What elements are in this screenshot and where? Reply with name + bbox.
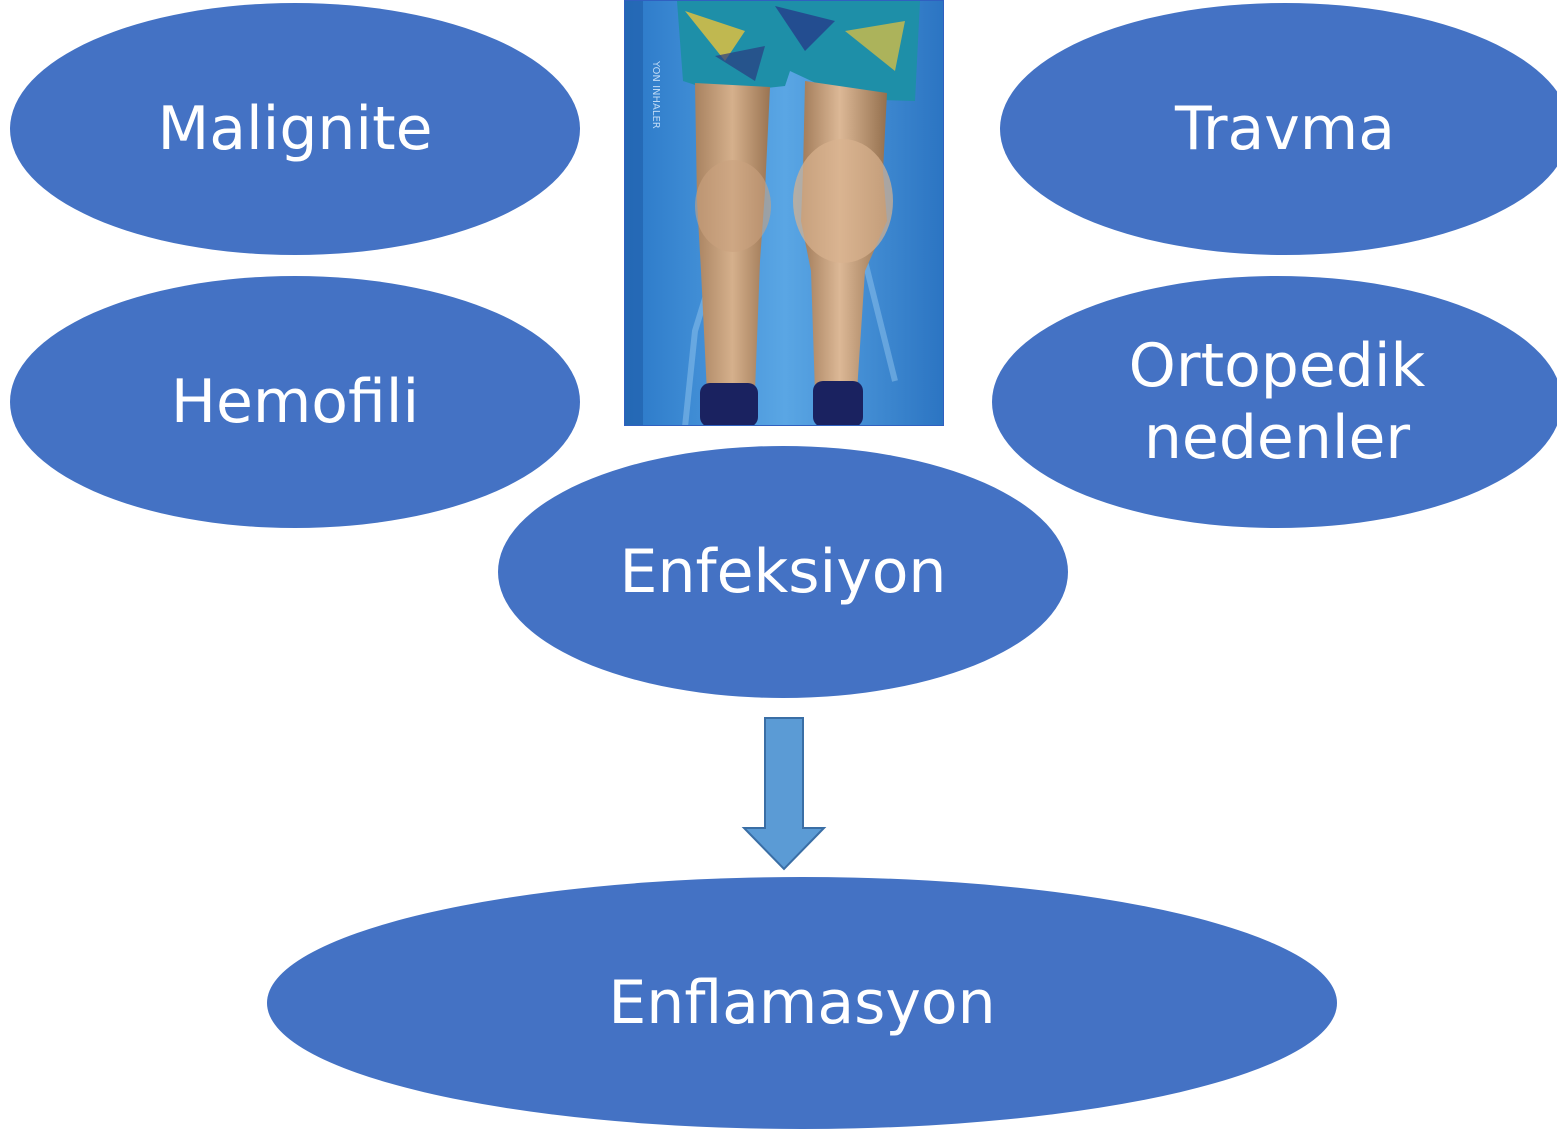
node-travma: Travma: [1000, 3, 1557, 255]
node-malignite-label: Malignite: [137, 93, 452, 165]
node-malignite: Malignite: [10, 3, 580, 255]
down-arrow-icon: [740, 716, 828, 872]
node-enflamasyon: Enflamasyon: [267, 877, 1337, 1129]
node-ortopedik-label-line2: nedenler: [1109, 402, 1446, 474]
node-hemofili-label: Hemofili: [151, 366, 439, 438]
node-travma-label: Travma: [1155, 93, 1415, 165]
node-enfeksiyon-label: Enfeksiyon: [600, 536, 967, 608]
node-ortopedik-nedenler: Ortopedik nedenler: [992, 276, 1557, 528]
node-ortopedik-label-line1: Ortopedik: [1109, 330, 1446, 402]
node-hemofili: Hemofili: [10, 276, 580, 528]
swollen-knee-photo: YON INHALER: [624, 0, 944, 426]
svg-text:YON INHALER: YON INHALER: [650, 60, 661, 129]
node-enfeksiyon: Enfeksiyon: [498, 446, 1068, 698]
node-enflamasyon-label: Enflamasyon: [588, 967, 1015, 1039]
